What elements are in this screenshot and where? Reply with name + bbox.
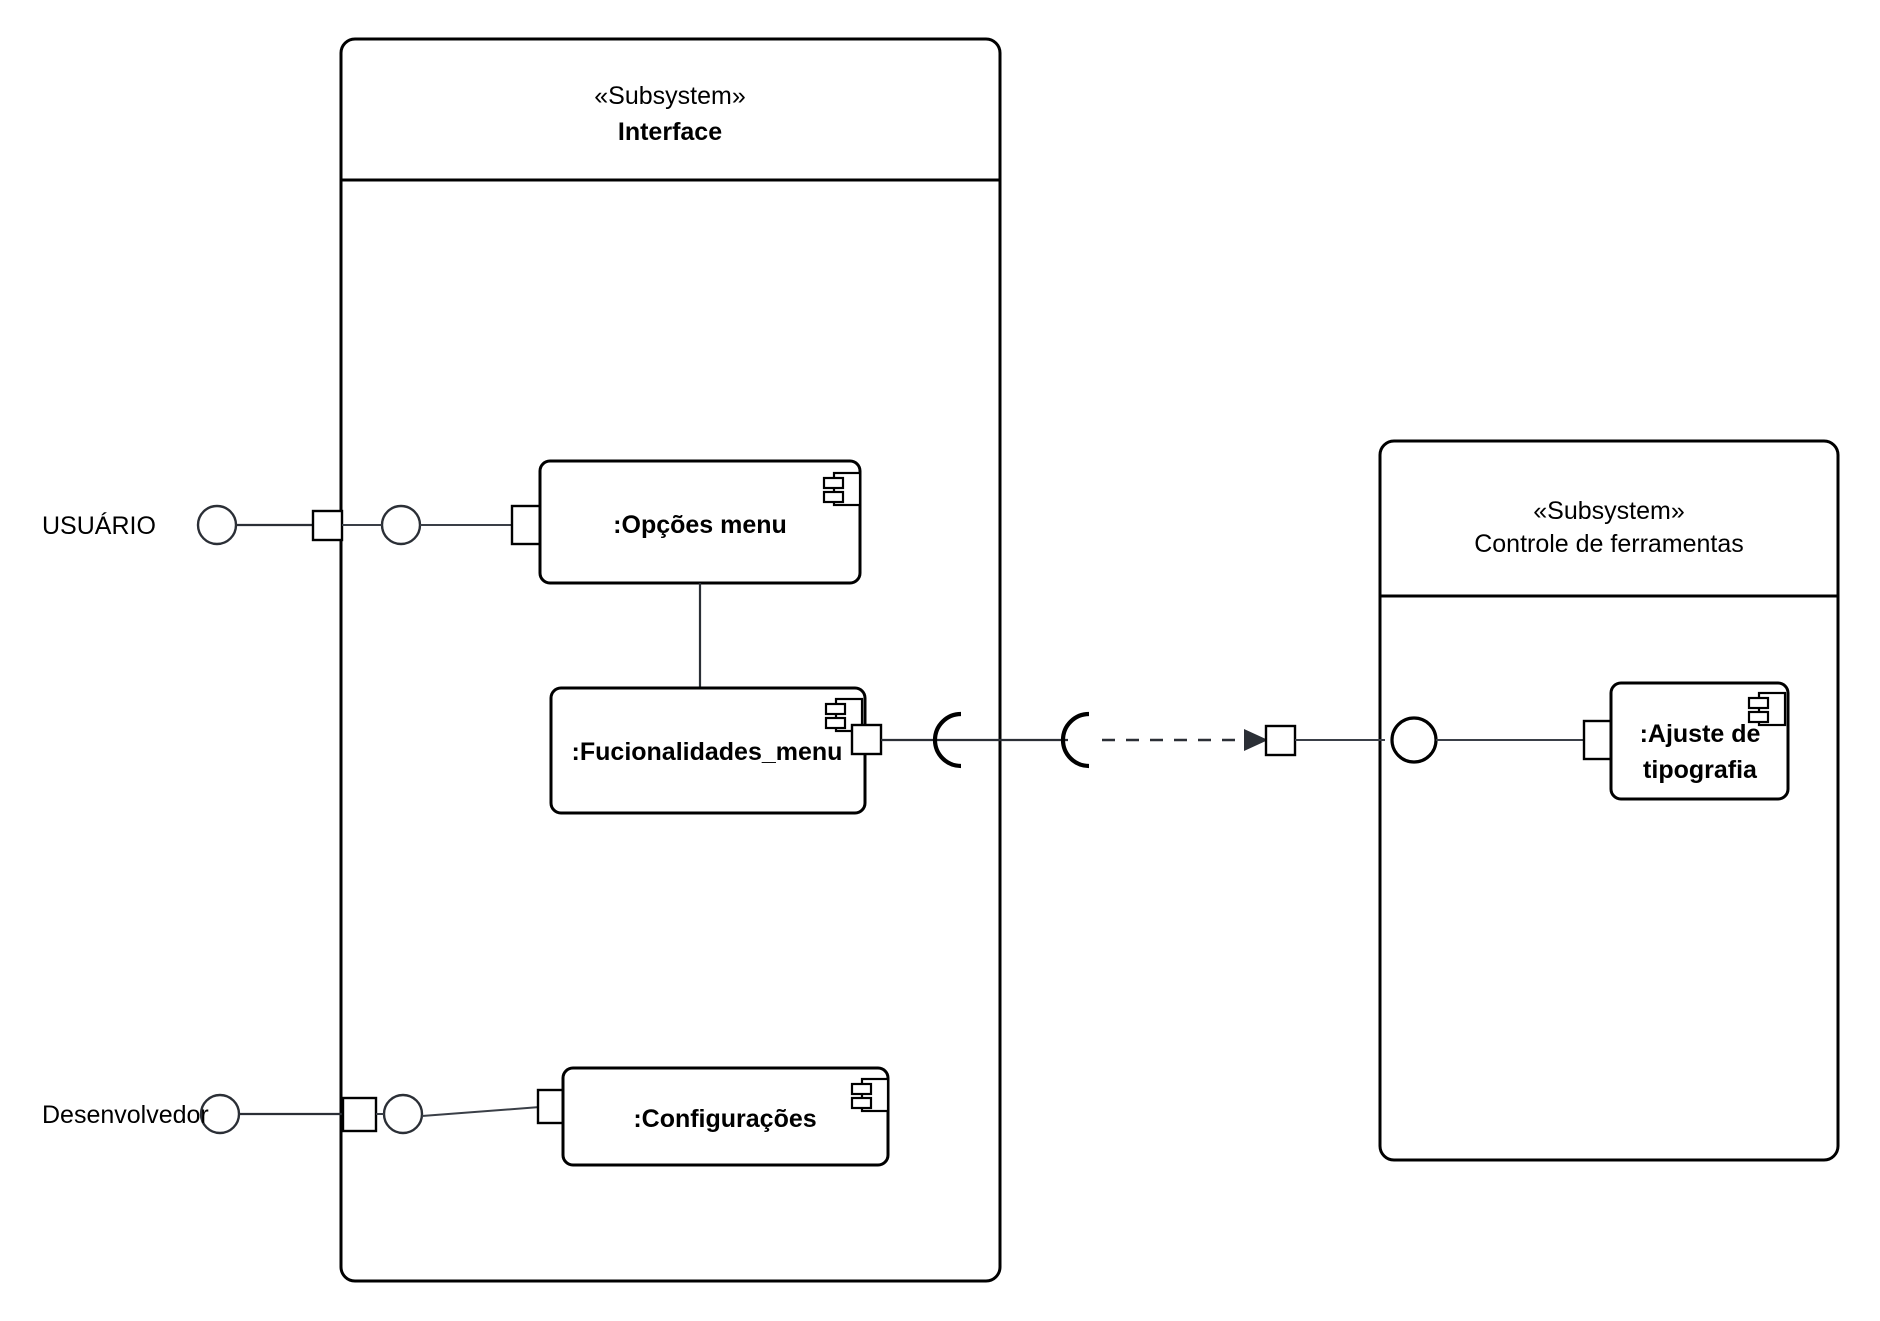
subsystem-controle-name: Controle de ferramentas bbox=[1474, 530, 1744, 558]
ajuste-inbound-port[interactable] bbox=[1264, 724, 1297, 757]
ajuste-tipografia-left-port[interactable] bbox=[1582, 719, 1615, 761]
component-ajuste-label-line-1: :Ajuste de bbox=[1640, 720, 1761, 748]
component-configuracoes-label: :Configurações bbox=[633, 1105, 816, 1133]
component-icon bbox=[850, 1077, 890, 1113]
component-opcoes-menu[interactable]: :Opções menu bbox=[538, 459, 862, 585]
subsystem-interface-frame bbox=[339, 37, 1002, 1283]
component-configuracoes-frame bbox=[561, 1066, 890, 1167]
actor-label-desenvolvedor: Desenvolvedor bbox=[42, 1101, 209, 1129]
actor-label-usuario: USUÁRIO bbox=[42, 511, 156, 540]
desenvolvedor-link-segment-3 bbox=[421, 1106, 541, 1117]
desenvolvedor-boundary-port[interactable] bbox=[341, 1096, 378, 1133]
opcoes-menu-left-port[interactable] bbox=[510, 504, 543, 546]
dependency-arrowhead bbox=[1244, 729, 1268, 751]
subsystem-controle-de-ferramentas[interactable]: «Subsystem» Controle de ferramentas bbox=[1378, 439, 1840, 1162]
component-ajuste-frame bbox=[1609, 681, 1790, 801]
subsystem-interface-name: Interface bbox=[618, 118, 722, 146]
component-funcionalidades-menu-label: :Fucionalidades_menu bbox=[572, 738, 843, 766]
controle-provided-interface-ball[interactable] bbox=[1390, 716, 1438, 764]
usuario-inner-interface-ball[interactable] bbox=[380, 504, 422, 546]
required-interface-socket-1[interactable] bbox=[932, 711, 962, 769]
desenvolvedor-inner-interface-ball[interactable] bbox=[382, 1093, 424, 1135]
component-configuracoes[interactable]: :Configurações bbox=[561, 1066, 890, 1167]
usuario-provided-interface-ball[interactable] bbox=[196, 504, 238, 546]
component-ajuste-label-line-2: tipografia bbox=[1643, 756, 1758, 784]
subsystem-interface[interactable]: «Subsystem» Interface bbox=[339, 37, 1002, 1283]
subsystem-controle-frame bbox=[1378, 439, 1840, 1162]
usuario-boundary-port[interactable] bbox=[311, 509, 344, 542]
component-ajuste-de-tipografia[interactable]: :Ajuste de tipografia bbox=[1609, 681, 1790, 801]
required-interface-socket-2[interactable] bbox=[1060, 711, 1090, 769]
funcionalidades-menu-right-port[interactable] bbox=[850, 723, 883, 756]
connector-funcionalidades-to-ajuste[interactable] bbox=[850, 711, 1615, 769]
connector-desenvolvedor-configuracoes[interactable]: Desenvolvedor bbox=[42, 1088, 569, 1135]
connector-usuario-opcoes-menu[interactable]: USUÁRIO bbox=[42, 504, 543, 546]
component-icon bbox=[822, 471, 862, 507]
component-opcoes-menu-label: :Opções menu bbox=[613, 511, 787, 539]
subsystem-controle-stereotype: «Subsystem» bbox=[1533, 497, 1684, 525]
component-funcionalidades-menu[interactable]: :Fucionalidades_menu bbox=[549, 686, 867, 815]
subsystem-interface-stereotype: «Subsystem» bbox=[594, 82, 745, 110]
